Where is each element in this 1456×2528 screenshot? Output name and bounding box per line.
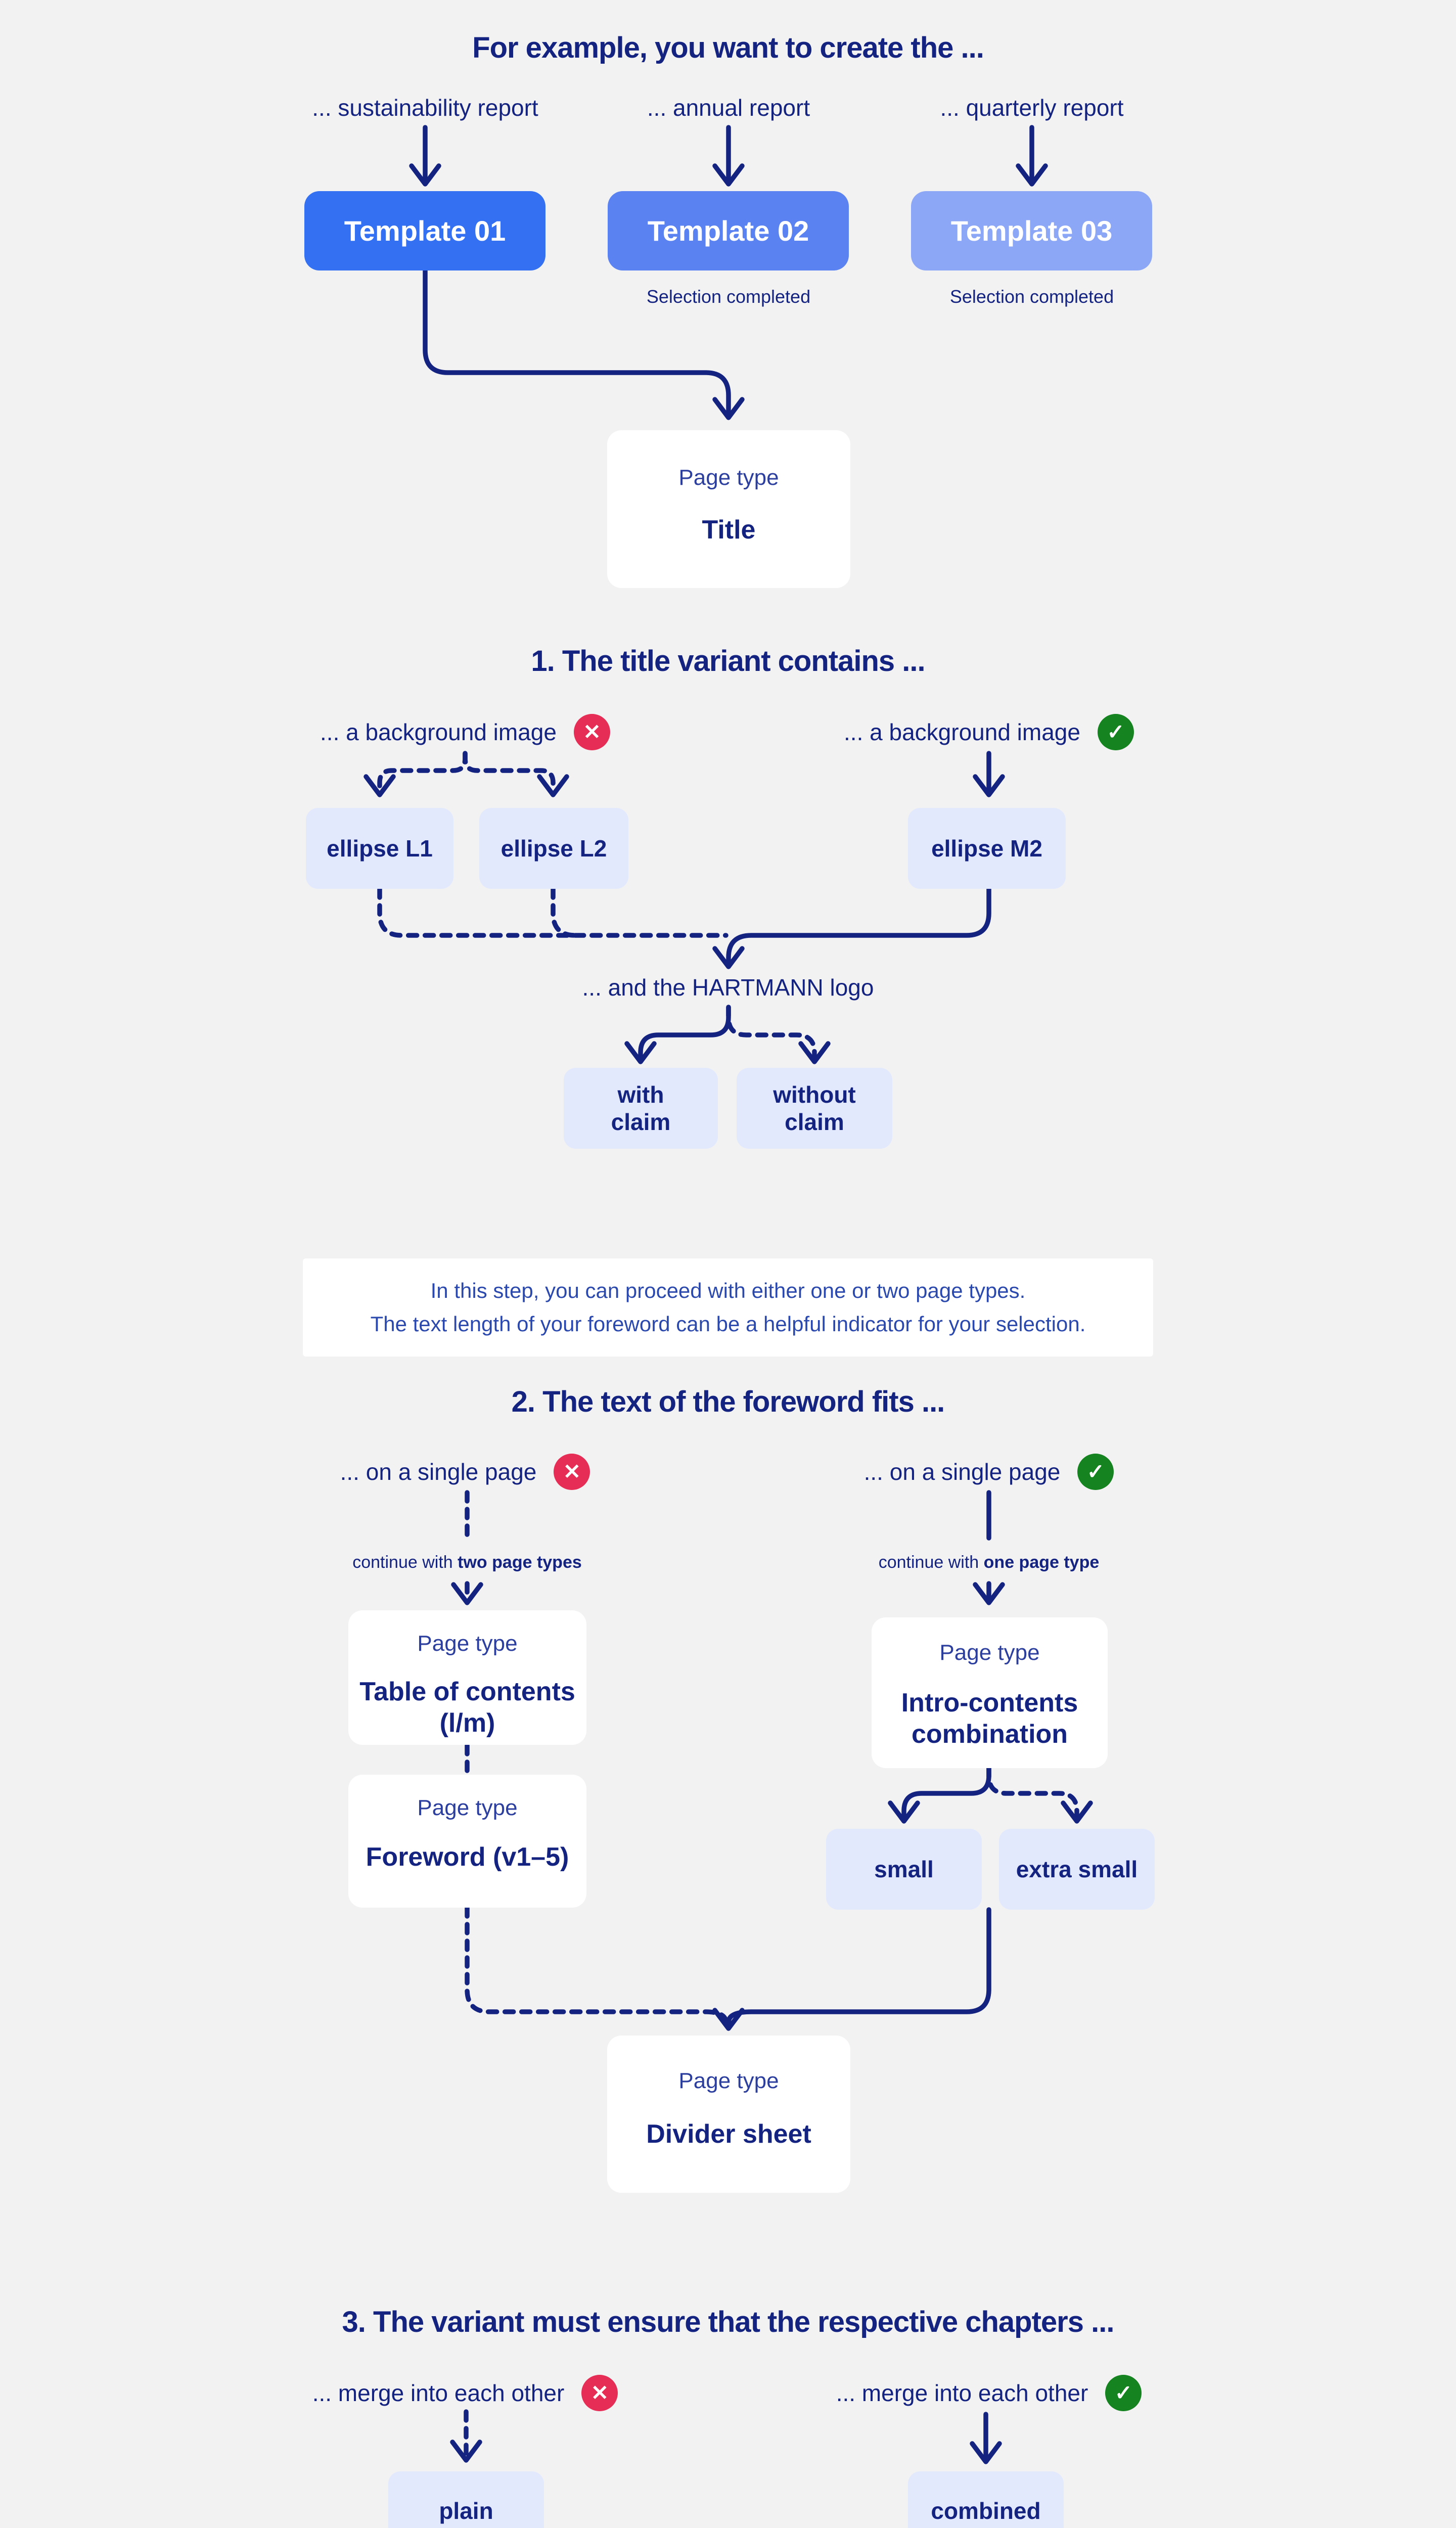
section1-reject-group: ... a background image ✕ xyxy=(263,714,667,750)
continue-prefix: continue with xyxy=(878,1553,979,1572)
page-type-title: Divider sheet xyxy=(646,2119,811,2149)
section1-heading: 1. The title variant contains ... xyxy=(531,645,925,678)
page-type-kicker: Page type xyxy=(417,1795,518,1820)
page-type-card-intro-contents: Page type Intro-contents combination xyxy=(872,1617,1108,1768)
selection-completed-status: Selection completed xyxy=(949,286,1114,307)
option-ellipse-l1[interactable]: ellipse L1 xyxy=(306,808,453,889)
step-note-line1: In this step, you can proceed with eithe… xyxy=(430,1279,1026,1302)
option-ellipse-l2[interactable]: ellipse L2 xyxy=(479,808,628,889)
continue-bold: one page type xyxy=(983,1553,1100,1572)
option-with-claim-label: with claim xyxy=(611,1081,671,1135)
page-type-card-divider-sheet: Page type Divider sheet xyxy=(607,2036,850,2193)
accept-check-icon: ✓ xyxy=(1077,1454,1114,1490)
reject-x-icon: ✕ xyxy=(573,714,610,750)
page-type-kicker: Page type xyxy=(678,465,779,490)
section3-reject-label: ... merge into each other xyxy=(312,2380,565,2406)
section2-reject-label: ... on a single page xyxy=(340,1459,537,1485)
section3-heading: 3. The variant must ensure that the resp… xyxy=(342,2306,1115,2338)
branch-label-annual: ... annual report xyxy=(647,95,810,121)
selection-completed-status: Selection completed xyxy=(646,286,811,307)
section3-accept-group: ... merge into each other ✓ xyxy=(787,2375,1191,2411)
step-note-box: In this step, you can proceed with eithe… xyxy=(303,1258,1153,1357)
continue-two-page-types-label: continue with two page types xyxy=(290,1551,644,1573)
option-ellipse-m2[interactable]: ellipse M2 xyxy=(908,808,1066,889)
branch-label-quarterly: ... quarterly report xyxy=(940,95,1124,121)
page-type-kicker: Page type xyxy=(417,1631,518,1656)
hartmann-logo-label: ... and the HARTMANN logo xyxy=(582,974,874,1001)
template-03-button[interactable]: Template 03 xyxy=(911,191,1152,270)
option-combined[interactable]: combined xyxy=(908,2471,1064,2528)
page-type-title: Foreword (v1–5) xyxy=(366,1842,569,1872)
option-without-claim[interactable]: without claim xyxy=(737,1068,892,1149)
reject-x-icon: ✕ xyxy=(554,1454,590,1490)
section3-accept-label: ... merge into each other xyxy=(836,2380,1088,2406)
continue-one-page-type-label: continue with one page type xyxy=(812,1551,1166,1573)
option-plain[interactable]: plain xyxy=(388,2471,544,2528)
section2-accept-group: ... on a single page ✓ xyxy=(787,1454,1191,1490)
section2-accept-label: ... on a single page xyxy=(863,1459,1061,1485)
option-extra-small[interactable]: extra small xyxy=(999,1829,1155,1910)
page-type-kicker: Page type xyxy=(678,2068,779,2093)
page-type-card-toc: Page type Table of contents (l/m) xyxy=(348,1610,586,1745)
option-small[interactable]: small xyxy=(826,1829,982,1910)
section1-accept-group: ... a background image ✓ xyxy=(787,714,1191,750)
page-type-title: Intro-contents combination xyxy=(901,1688,1078,1749)
intro-heading: For example, you want to create the ... xyxy=(472,31,984,64)
continue-bold: two page types xyxy=(458,1553,582,1572)
section3-reject-group: ... merge into each other ✕ xyxy=(263,2375,667,2411)
branch-label-sustainability: ... sustainability report xyxy=(312,95,538,121)
continue-prefix: continue with xyxy=(352,1553,453,1572)
accept-check-icon: ✓ xyxy=(1105,2375,1142,2411)
page-type-title: Title xyxy=(702,515,756,545)
option-without-claim-label: without claim xyxy=(773,1081,856,1135)
section2-heading: 2. The text of the foreword fits ... xyxy=(511,1385,945,1418)
section2-reject-group: ... on a single page ✕ xyxy=(263,1454,667,1490)
section1-reject-label: ... a background image xyxy=(320,719,557,745)
reject-x-icon: ✕ xyxy=(581,2375,618,2411)
template-02-button[interactable]: Template 02 xyxy=(608,191,849,270)
template-01-button[interactable]: Template 01 xyxy=(304,191,545,270)
accept-check-icon: ✓ xyxy=(1097,714,1134,750)
page-type-card-title: Page type Title xyxy=(607,430,850,588)
page-type-kicker: Page type xyxy=(939,1640,1040,1665)
option-with-claim[interactable]: with claim xyxy=(564,1068,718,1149)
page-type-card-foreword: Page type Foreword (v1–5) xyxy=(348,1775,586,1908)
section1-accept-label: ... a background image xyxy=(844,719,1080,745)
page-type-title: Table of contents (l/m) xyxy=(359,1677,575,1738)
step-note-line2: The text length of your foreword can be … xyxy=(370,1312,1086,1336)
